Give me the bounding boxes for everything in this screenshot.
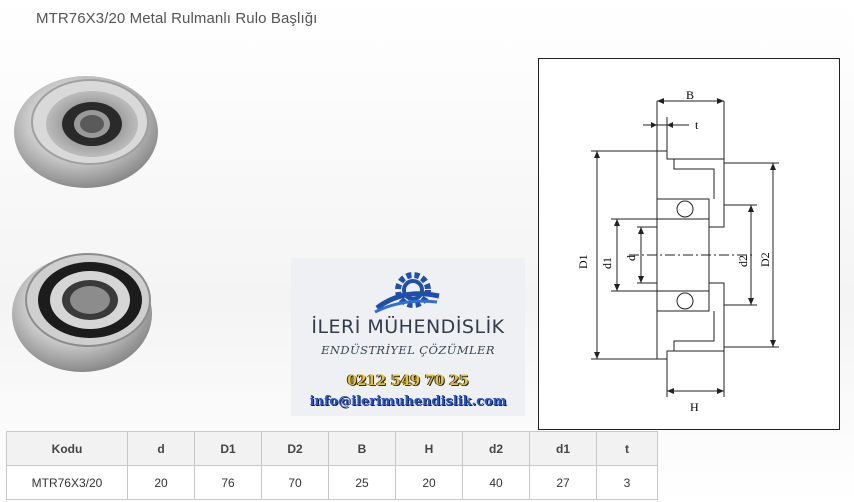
- col-header-t: t: [596, 431, 658, 466]
- technical-drawing: B t D1 d1 d d2 D2 H: [538, 58, 840, 430]
- gear-icon: [374, 272, 440, 314]
- spec-table: Kodu d D1 D2 B H d2 d1 t MTR76X3/20 20 7…: [6, 431, 658, 500]
- table-cell: 70: [261, 465, 329, 500]
- drawing-label-d2-upper: D2: [758, 252, 772, 267]
- drawing-label-h: H: [690, 400, 699, 414]
- product-photo-back: [12, 253, 152, 372]
- col-header-d: d: [127, 431, 195, 466]
- col-header-h: H: [395, 431, 463, 466]
- company-email: info@ilerimuhendislik.com: [309, 394, 507, 409]
- product-photo-front: [14, 76, 158, 188]
- spec-table-header-row: Kodu d D1 D2 B H d2 d1 t: [6, 431, 658, 466]
- table-cell: 20: [395, 465, 463, 500]
- col-header-d1-upper: D1: [194, 431, 262, 466]
- col-header-b: B: [328, 431, 396, 466]
- company-subtitle: ENDÜSTRİYEL ÇÖZÜMLER: [321, 343, 495, 357]
- table-row: MTR76X3/20 20 76 70 25 20 40 27 3: [6, 465, 658, 500]
- table-cell: 25: [328, 465, 396, 500]
- drawing-label-d2: d2: [736, 255, 750, 267]
- table-cell: 3: [596, 465, 658, 500]
- drawing-label-d1-upper: D1: [576, 254, 590, 269]
- company-name: İLERİ MÜHENDİSLİK: [311, 316, 505, 338]
- drawing-label-d: d: [624, 255, 638, 261]
- col-header-d2-upper: D2: [261, 431, 329, 466]
- col-header-d2: d2: [462, 431, 530, 466]
- company-phone: 0212 549 70 25: [347, 373, 469, 389]
- page-title: MTR76X3/20 Metal Rulmanlı Rulo Başlığı: [36, 10, 318, 27]
- table-cell: MTR76X3/20: [6, 465, 128, 500]
- drawing-label-d1-lower: d1: [600, 257, 614, 269]
- company-logo-block: İLERİ MÜHENDİSLİK ENDÜSTRİYEL ÇÖZÜMLER 0…: [291, 258, 525, 416]
- table-cell: 20: [127, 465, 195, 500]
- table-cell: 76: [194, 465, 262, 500]
- drawing-label-b: B: [686, 88, 694, 102]
- col-header-d1: d1: [529, 431, 597, 466]
- col-header-kodu: Kodu: [6, 431, 128, 466]
- drawing-label-t: t: [695, 118, 699, 132]
- table-cell: 40: [462, 465, 530, 500]
- table-cell: 27: [529, 465, 597, 500]
